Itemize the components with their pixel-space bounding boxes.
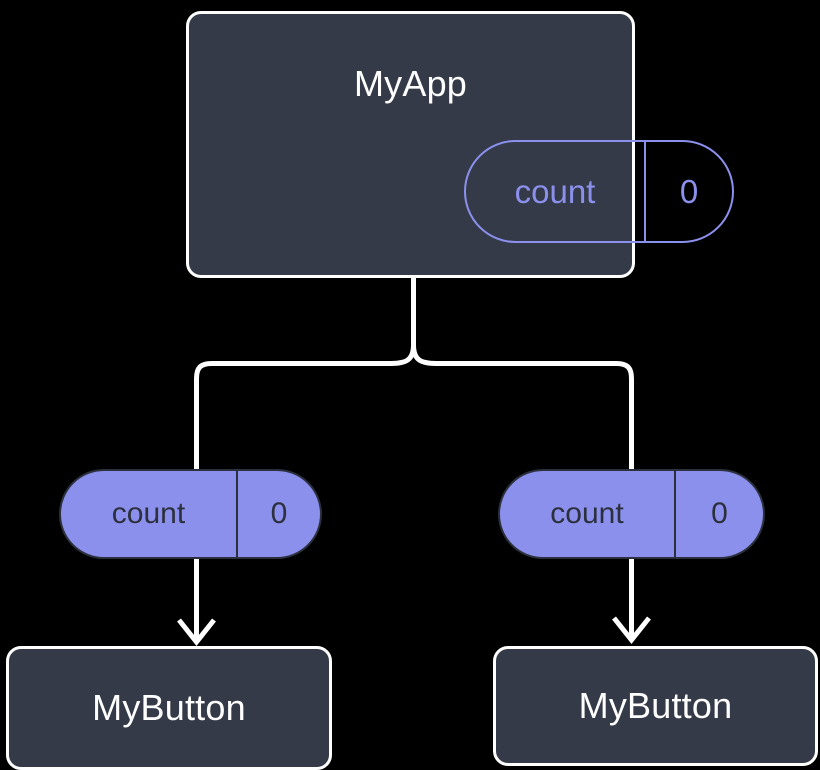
connector-fork-right <box>411 344 634 472</box>
component-title-myapp: MyApp <box>353 63 468 104</box>
component-node-myapp[interactable]: MyApp count 0 <box>186 11 734 278</box>
state-pill-myapp-count[interactable]: count 0 <box>464 140 734 243</box>
props-pill-right-count[interactable]: count 0 <box>498 469 765 559</box>
connector-fork-left <box>194 344 416 472</box>
component-title-mybutton-left: MyButton <box>92 687 246 728</box>
component-node-mybutton-right[interactable]: MyButton <box>493 646 818 766</box>
props-pill-left-count[interactable]: count 0 <box>59 469 322 559</box>
state-pill-value: 0 <box>644 142 732 241</box>
props-pill-key: count <box>111 497 186 530</box>
props-pill-value: 0 <box>674 471 763 557</box>
component-title-mybutton-right: MyButton <box>578 685 733 726</box>
arrow-head-left <box>177 618 216 647</box>
props-pill-value: 0 <box>236 471 320 557</box>
arrow-head-right <box>612 616 651 645</box>
state-pill-key: count <box>514 173 596 210</box>
props-pill-key: count <box>550 497 624 530</box>
component-node-mybutton-left[interactable]: MyButton <box>6 646 332 770</box>
